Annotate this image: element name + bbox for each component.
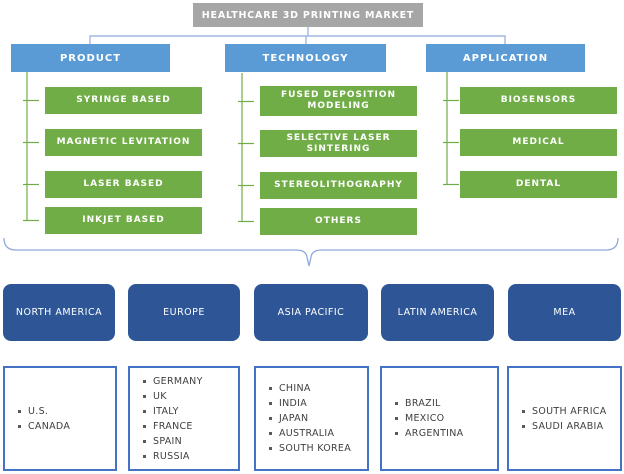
segment-item: SYRINGE BASED (45, 87, 202, 114)
segment-item: INKJET BASED (45, 207, 202, 234)
country-item: SOUTH KOREA (268, 441, 363, 456)
country-item: ARGENTINA (394, 426, 493, 441)
segment-item: OTHERS (260, 208, 417, 235)
region-europe: EUROPE (128, 284, 240, 341)
tree-connector (89, 27, 506, 44)
technology-branch-connector (238, 73, 254, 223)
country-item: CANADA (17, 419, 111, 434)
country-item: ITALY (142, 404, 234, 419)
segment-item: SELECTIVE LASER SINTERING (260, 130, 417, 157)
segment-item: FUSED DEPOSITION MODELING (260, 86, 417, 116)
brace (3, 237, 619, 267)
country-list-latin-america: BRAZIL MEXICO ARGENTINA (380, 366, 499, 471)
segment-header-product: PRODUCT (11, 44, 170, 72)
country-item: MEXICO (394, 411, 493, 426)
segment-item: LASER BASED (45, 171, 202, 198)
application-branch-connector (443, 72, 459, 186)
country-item: SOUTH AFRICA (521, 404, 616, 419)
country-item: GERMANY (142, 374, 234, 389)
country-list-asia-pacific: CHINA INDIA JAPAN AUSTRALIA SOUTH KOREA (254, 366, 369, 471)
country-list-mea: SOUTH AFRICA SAUDI ARABIA (507, 366, 622, 471)
segment-item: DENTAL (460, 171, 617, 198)
country-item: JAPAN (268, 411, 363, 426)
segment-item: MEDICAL (460, 129, 617, 156)
country-list-north-america: U.S. CANADA (3, 366, 117, 471)
segment-item: BIOSENSORS (460, 87, 617, 114)
region-mea: MEA (508, 284, 621, 341)
segment-header-technology: TECHNOLOGY (225, 44, 386, 72)
region-latin-america: LATIN AMERICA (381, 284, 494, 341)
country-item: CHINA (268, 381, 363, 396)
country-item: U.S. (17, 404, 111, 419)
region-asia-pacific: ASIA PACIFIC (254, 284, 368, 341)
country-item: SAUDI ARABIA (521, 419, 616, 434)
region-north-america: NORTH AMERICA (3, 284, 115, 341)
country-item: UK (142, 389, 234, 404)
country-item: FRANCE (142, 419, 234, 434)
country-item: INDIA (268, 396, 363, 411)
segment-item: MAGNETIC LEVITATION (45, 129, 202, 156)
segment-header-application: APPLICATION (426, 44, 585, 72)
diagram-title: HEALTHCARE 3D PRINTING MARKET (193, 3, 423, 27)
country-item: AUSTRALIA (268, 426, 363, 441)
country-item: BRAZIL (394, 396, 493, 411)
product-branch-connector (23, 72, 39, 222)
country-item: SPAIN (142, 434, 234, 449)
country-list-europe: GERMANY UK ITALY FRANCE SPAIN RUSSIA (128, 366, 240, 471)
country-item: RUSSIA (142, 449, 234, 464)
segment-item: STEREOLITHOGRAPHY (260, 172, 417, 199)
